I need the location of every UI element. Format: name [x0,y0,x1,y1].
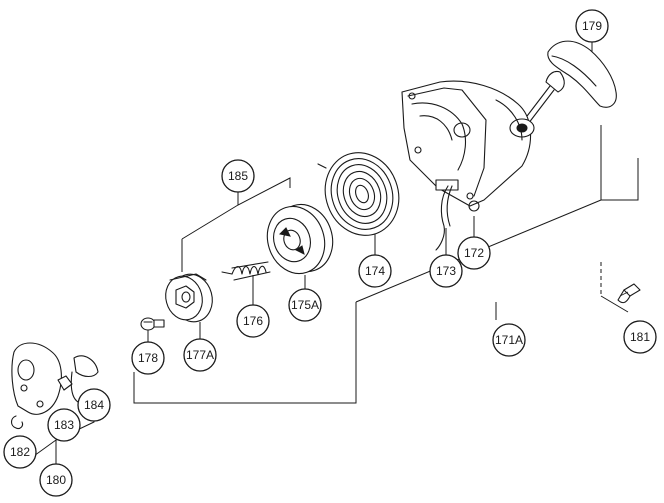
callout-174-label: 174 [365,264,385,278]
starter-handle-part [523,40,617,125]
bolt-181-part [617,283,641,304]
callout-184: 184 [77,388,111,422]
callout-184-label: 184 [84,398,104,412]
callout-175a-label: 175A [291,298,319,312]
callout-171a-label: 171A [495,333,523,347]
callout-178-label: 178 [138,351,158,365]
callout-185: 185 [221,159,255,193]
callout-177a: 177A [183,338,217,372]
rope-part [435,185,480,251]
callout-181-label: 181 [630,330,650,344]
assembly-171a-bracket [600,125,639,201]
plate-180-part [10,342,99,430]
callout-172-label: 172 [464,246,484,260]
callout-175a: 175A [288,288,322,322]
ratchet-part [165,273,213,323]
callout-176-label: 176 [243,314,263,328]
callout-182: 182 [3,435,37,469]
rope-reel-part [266,203,334,275]
callout-180: 180 [39,463,73,497]
starter-case-part [401,80,535,207]
small-spring-part [221,261,271,281]
callout-185-label: 185 [228,169,248,183]
callout-181: 181 [623,320,657,354]
spiral-spring-part [317,152,400,236]
callout-171a: 171A [492,323,526,357]
callout-173-label: 173 [436,264,456,278]
callout-183: 183 [47,408,81,442]
callout-177a-label: 177A [186,348,214,362]
callout-176: 176 [236,304,270,338]
callout-180-label: 180 [46,473,66,487]
callout-173: 173 [429,254,463,288]
callout-183-label: 183 [54,418,74,432]
callout-179-label: 179 [582,19,602,33]
callout-172: 172 [457,236,491,270]
screw-178-part [140,317,165,331]
callout-178: 178 [131,341,165,375]
callout-179: 179 [575,9,609,43]
callout-182-label: 182 [10,445,30,459]
callout-174: 174 [358,254,392,288]
